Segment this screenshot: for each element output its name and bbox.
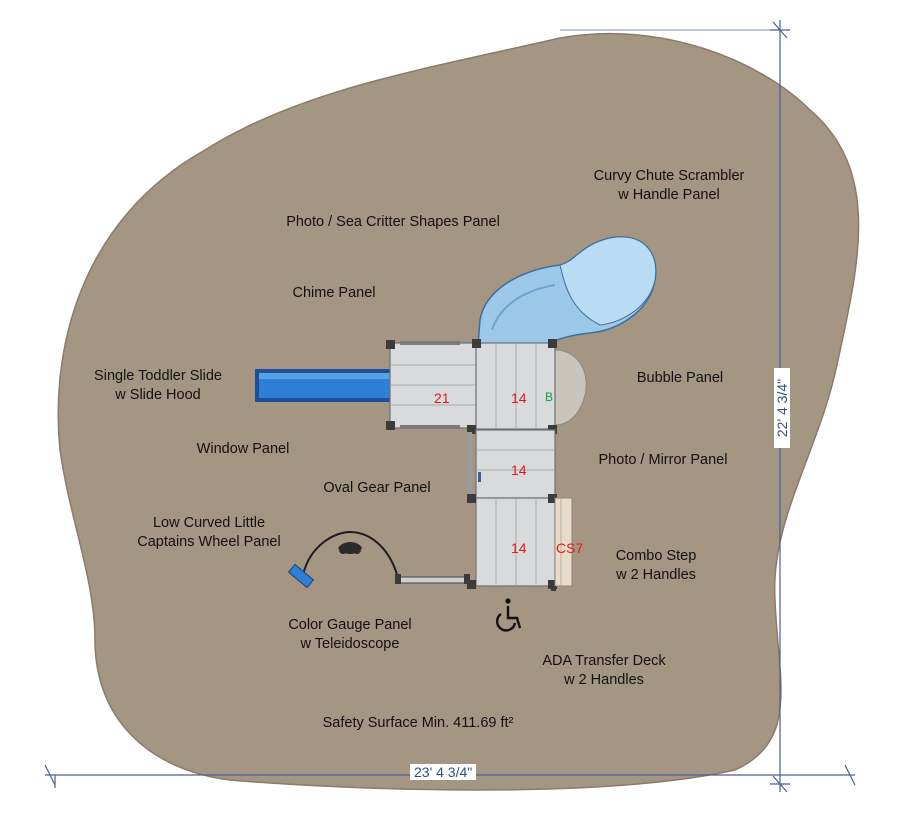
captains-wheel-panel: [302, 530, 399, 579]
label-line: Chime Panel: [292, 285, 376, 301]
curvy-chute-scrambler: [477, 236, 657, 346]
label-oval-gear: Oval Gear Panel: [308, 479, 446, 498]
label-line: Low Curved Little: [152, 515, 266, 531]
label-ada-transfer: ADA Transfer Deck w 2 Handles: [524, 652, 684, 690]
label-photo-mirror: Photo / Mirror Panel: [580, 451, 746, 470]
dimension-width: 23' 4 3/4": [410, 764, 477, 780]
label-line: w 2 Handles: [564, 672, 644, 688]
label-line: Color Gauge Panel: [288, 617, 412, 633]
label-color-gauge: Color Gauge Panel w Teleidoscope: [280, 616, 420, 654]
combo-step: [551, 497, 573, 591]
single-toddler-slide: [255, 369, 390, 402]
label-safety-surface: Safety Surface Min. 411.69 ft²: [300, 714, 536, 733]
label-line: Curvy Chute Scrambler: [593, 168, 745, 184]
wheelchair-icon: [495, 598, 522, 632]
deck-left: [386, 340, 479, 430]
label-photo-sea-critter: Photo / Sea Critter Shapes Panel: [258, 213, 528, 232]
label-single-toddler-slide: Single Toddler Slide w Slide Hood: [76, 367, 240, 405]
deck-middle: [467, 429, 556, 499]
walkway-connector: [395, 574, 470, 584]
label-line: Single Toddler Slide: [94, 368, 222, 384]
label-line: w 2 Handles: [616, 567, 696, 583]
label-bubble-panel: Bubble Panel: [620, 369, 740, 388]
deck-number-top-right: 14: [511, 390, 527, 406]
label-line: Oval Gear Panel: [323, 480, 431, 496]
label-line: Window Panel: [196, 441, 290, 457]
label-line: Bubble Panel: [636, 370, 724, 386]
label-line: w Slide Hood: [115, 387, 201, 403]
label-line: Captains Wheel Panel: [137, 534, 281, 550]
deck-number-bottom: 14: [511, 540, 527, 556]
label-chime-panel: Chime Panel: [278, 284, 390, 303]
bubble-panel: [554, 349, 587, 426]
color-gauge-panel: [287, 563, 315, 589]
dimension-height: 22' 4 3/4": [774, 368, 790, 448]
deck-top-right: [467, 339, 557, 434]
label-line: Combo Step: [615, 548, 697, 564]
label-captains-wheel: Low Curved Little Captains Wheel Panel: [120, 514, 298, 552]
deck-number-middle: 14: [511, 462, 527, 478]
label-curvy-chute: Curvy Chute Scrambler w Handle Panel: [572, 167, 766, 205]
label-window-panel: Window Panel: [180, 440, 306, 459]
label-combo-step: Combo Step w 2 Handles: [600, 547, 712, 585]
label-line: Photo / Mirror Panel: [598, 452, 728, 468]
deck-number-left: 21: [434, 390, 450, 406]
label-line: ADA Transfer Deck: [542, 653, 666, 669]
combo-step-code: CS7: [556, 540, 584, 556]
deck-bottom: [467, 494, 557, 589]
label-line: w Teleidoscope: [300, 636, 400, 652]
marker-b: B: [545, 390, 554, 404]
label-line: w Handle Panel: [618, 187, 720, 203]
label-line: Photo / Sea Critter Shapes Panel: [286, 214, 500, 230]
label-line: Safety Surface Min. 411.69 ft²: [322, 715, 514, 731]
